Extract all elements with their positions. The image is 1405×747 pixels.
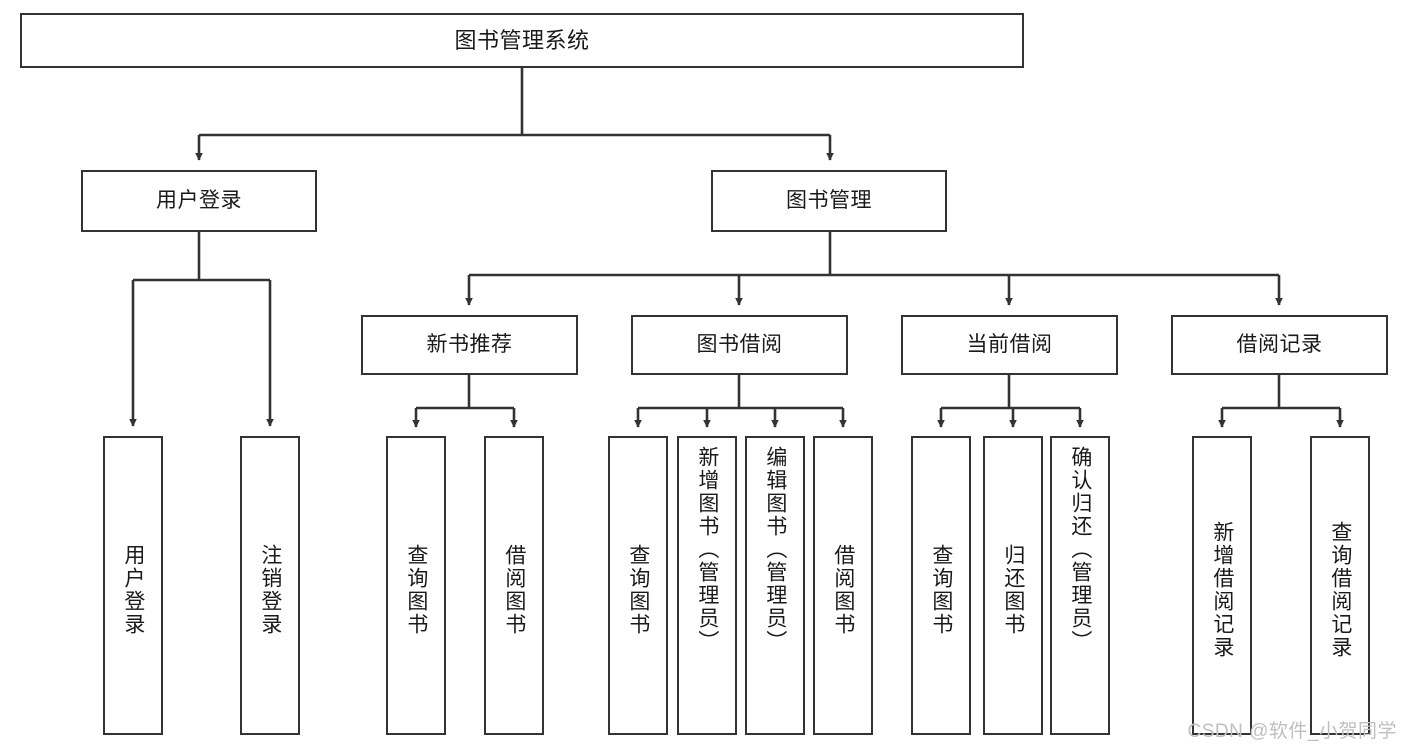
node-user-login[interactable]: 用户登录 — [81, 170, 317, 232]
node-leaf-user-login-label: 用户登录 — [121, 543, 145, 636]
node-root-label: 图书管理系统 — [454, 27, 590, 53]
node-leaf-query-book-current[interactable]: 查询图书 — [911, 436, 971, 735]
node-current-borrow[interactable]: 当前借阅 — [901, 315, 1118, 375]
node-book-borrow-label: 图书借阅 — [696, 332, 783, 356]
node-leaf-add-book-admin[interactable]: 新增图书（管理员） — [677, 436, 737, 735]
node-leaf-borrow-book[interactable]: 借阅图书 — [813, 436, 873, 735]
node-leaf-return-book[interactable]: 归还图书 — [983, 436, 1043, 735]
node-leaf-query-book-borrow[interactable]: 查询图书 — [608, 436, 668, 735]
node-root[interactable]: 图书管理系统 — [20, 13, 1024, 68]
node-leaf-query-book-rec[interactable]: 查询图书 — [386, 436, 446, 735]
node-borrow-record-label: 借阅记录 — [1236, 332, 1323, 356]
node-user-login-label: 用户登录 — [156, 188, 242, 212]
node-current-borrow-label: 当前借阅 — [966, 332, 1053, 356]
node-leaf-query-book-rec-label: 查询图书 — [404, 543, 428, 636]
node-book-manage[interactable]: 图书管理 — [711, 170, 947, 232]
node-leaf-user-logout-label: 注销登录 — [258, 543, 282, 636]
node-leaf-user-login[interactable]: 用户登录 — [103, 436, 163, 735]
node-leaf-return-book-label: 归还图书 — [1001, 543, 1025, 636]
node-leaf-borrow-book-rec-label: 借阅图书 — [502, 543, 526, 636]
node-book-borrow[interactable]: 图书借阅 — [631, 315, 848, 375]
node-leaf-user-logout[interactable]: 注销登录 — [240, 436, 300, 735]
node-book-manage-label: 图书管理 — [786, 188, 872, 212]
node-leaf-add-borrow-record-label: 新增借阅记录 — [1210, 520, 1234, 659]
node-new-book-recommend-label: 新书推荐 — [426, 332, 513, 356]
node-leaf-borrow-book-label: 借阅图书 — [831, 543, 855, 636]
node-new-book-recommend[interactable]: 新书推荐 — [361, 315, 578, 375]
node-leaf-edit-book-admin[interactable]: 编辑图书（管理员） — [745, 436, 805, 735]
node-leaf-query-book-current-label: 查询图书 — [929, 543, 953, 636]
node-leaf-query-borrow-record[interactable]: 查询借阅记录 — [1310, 436, 1370, 735]
node-leaf-query-book-borrow-label: 查询图书 — [626, 543, 650, 636]
watermark-text: CSDN @软件_小贺同学 — [1187, 721, 1397, 742]
node-leaf-confirm-return-admin[interactable]: 确认归还（管理员） — [1050, 436, 1110, 735]
node-leaf-borrow-book-rec[interactable]: 借阅图书 — [484, 436, 544, 735]
node-borrow-record[interactable]: 借阅记录 — [1171, 315, 1388, 375]
node-leaf-query-borrow-record-label: 查询借阅记录 — [1328, 520, 1352, 659]
node-leaf-edit-book-admin-label: 编辑图书（管理员） — [763, 446, 787, 653]
node-leaf-add-borrow-record[interactable]: 新增借阅记录 — [1192, 436, 1252, 735]
node-leaf-add-book-admin-label: 新增图书（管理员） — [695, 446, 719, 653]
node-leaf-confirm-return-admin-label: 确认归还（管理员） — [1068, 446, 1092, 653]
